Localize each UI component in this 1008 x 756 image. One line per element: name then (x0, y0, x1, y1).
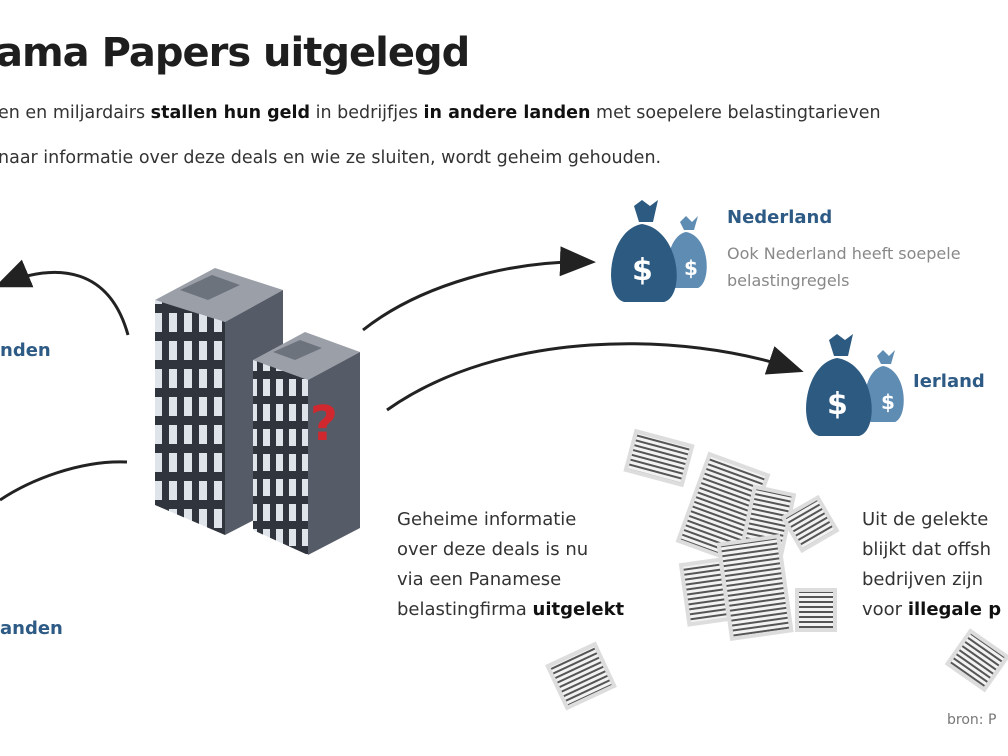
intro-line-2: naar informatie over deze deals en wie z… (0, 148, 662, 168)
text-line: over deze deals is nu (397, 539, 589, 560)
text-line: belastingfirma uitgelekt (397, 595, 624, 625)
svg-text:$: $ (881, 390, 895, 414)
intro-line-1: en en miljardairs stallen hun geld in be… (0, 103, 881, 123)
arrow-to-top-left (0, 259, 130, 336)
label-other-countries-top: nden (0, 340, 51, 361)
label-ierland: Ierland (913, 371, 985, 392)
text-bold: uitgelekt (532, 599, 625, 620)
arrow-to-nederland (362, 246, 596, 332)
text-line: blijkt dat offsh (862, 539, 992, 560)
note-line: belastingregels (727, 271, 850, 290)
leak-text: Geheime informatie over deze deals is nu… (397, 505, 624, 625)
arrow-to-bottom-left (0, 460, 128, 502)
note-line: Ook Nederland heeft soepele (727, 244, 961, 263)
money-bags-icon-nederland: $ $ (611, 200, 707, 302)
intro-text: in bedrijfjes (310, 103, 424, 123)
page-title: ama Papers uitgelegd (0, 30, 470, 76)
svg-text:$: $ (684, 256, 698, 280)
offshore-text: Uit de gelekte blijkt dat offsh bedrijve… (862, 505, 1001, 625)
question-mark-icon: ? (310, 396, 338, 452)
text: belastingfirma (397, 599, 533, 620)
office-buildings-icon: ? (155, 268, 360, 555)
svg-text:$: $ (827, 387, 848, 422)
text-bold: illegale p (907, 599, 1002, 620)
text-line: Geheime informatie (397, 509, 577, 530)
label-other-countries-bottom: anden (0, 618, 63, 639)
svg-text:$: $ (632, 253, 653, 288)
intro-bold: stallen hun geld (150, 103, 311, 123)
leaked-documents-icon (545, 428, 1008, 711)
money-bags-icon-ierland: $ $ (806, 334, 904, 436)
nederland-note: Ook Nederland heeft soepele belastingrege… (727, 240, 961, 294)
source-credit: bron: P (947, 712, 997, 728)
label-nederland: Nederland (727, 207, 833, 228)
intro-bold: in andere landen (423, 103, 591, 123)
intro-text: en en miljardairs (0, 103, 151, 123)
text-line: voor illegale p (862, 595, 1001, 625)
text-line: Uit de gelekte (862, 509, 989, 530)
text: voor (862, 599, 908, 620)
text-line: via een Panamese (397, 569, 562, 590)
arrow-to-ierland (386, 342, 804, 412)
text-line: bedrijven zijn (862, 569, 984, 590)
intro-text: met soepelere belastingtarieven (590, 103, 881, 123)
